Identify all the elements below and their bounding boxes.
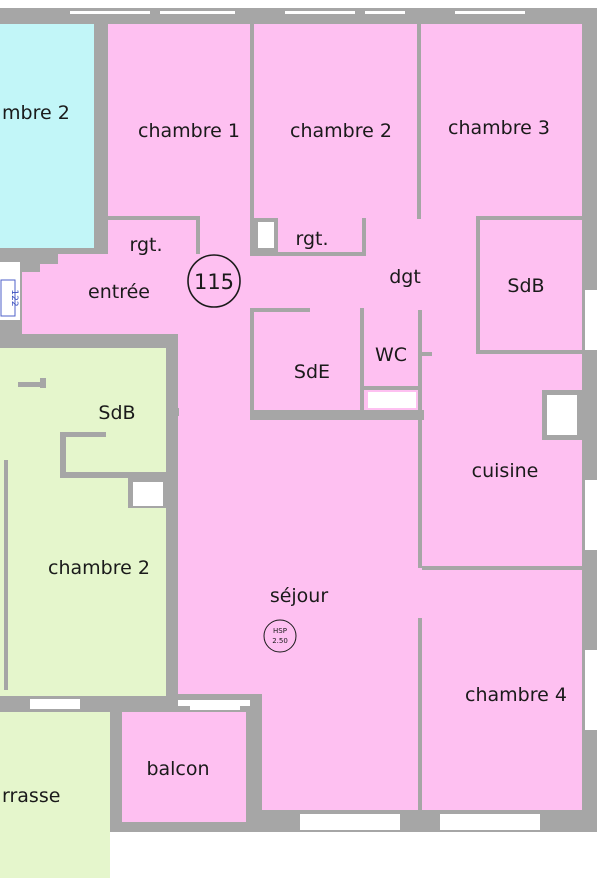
neighbor-labels: mbre 2 SdB chambre 2 rrasse	[2, 102, 150, 807]
side-tag-122: 122	[0, 262, 20, 320]
label-sde: SdE	[294, 361, 330, 383]
ceiling-height-label: HSP	[273, 627, 287, 635]
ceiling-height-value: 2.50	[272, 637, 288, 645]
label-dgt: dgt	[389, 266, 421, 288]
neighbor-bottom-left-apartment	[0, 336, 178, 878]
label-chambre-1: chambre 1	[138, 120, 240, 142]
label-chambre-3: chambre 3	[448, 117, 550, 139]
label-chambre-4: chambre 4	[465, 684, 567, 706]
label-sdb: SdB	[507, 275, 544, 297]
neighbor-top-left-room	[0, 14, 108, 260]
side-tag-text: 122	[9, 289, 19, 306]
label-neighbor-top-room: mbre 2	[2, 102, 70, 124]
label-sejour: séjour	[270, 585, 329, 607]
label-chambre-2: chambre 2	[290, 120, 392, 142]
balcony	[110, 700, 260, 832]
label-neighbor-terrasse: rrasse	[2, 785, 60, 807]
label-wc: WC	[375, 344, 407, 366]
label-cuisine: cuisine	[472, 460, 539, 482]
label-rgt-right: rgt.	[295, 228, 328, 250]
label-rgt-left: rgt.	[129, 234, 162, 256]
apartment-number-marker: 115	[187, 254, 241, 308]
windows	[300, 290, 597, 830]
label-neighbor-chambre-2: chambre 2	[48, 557, 150, 579]
label-neighbor-sdb: SdB	[98, 402, 135, 424]
room-labels: chambre 1 chambre 2 chambre 3 rgt. rgt. …	[88, 117, 567, 780]
label-entree: entrée	[88, 281, 150, 303]
interior-walls	[108, 24, 582, 810]
label-balcon: balcon	[146, 758, 209, 780]
ceiling-height-marker: HSP 2.50	[263, 619, 297, 653]
apartment-number: 115	[194, 270, 234, 294]
